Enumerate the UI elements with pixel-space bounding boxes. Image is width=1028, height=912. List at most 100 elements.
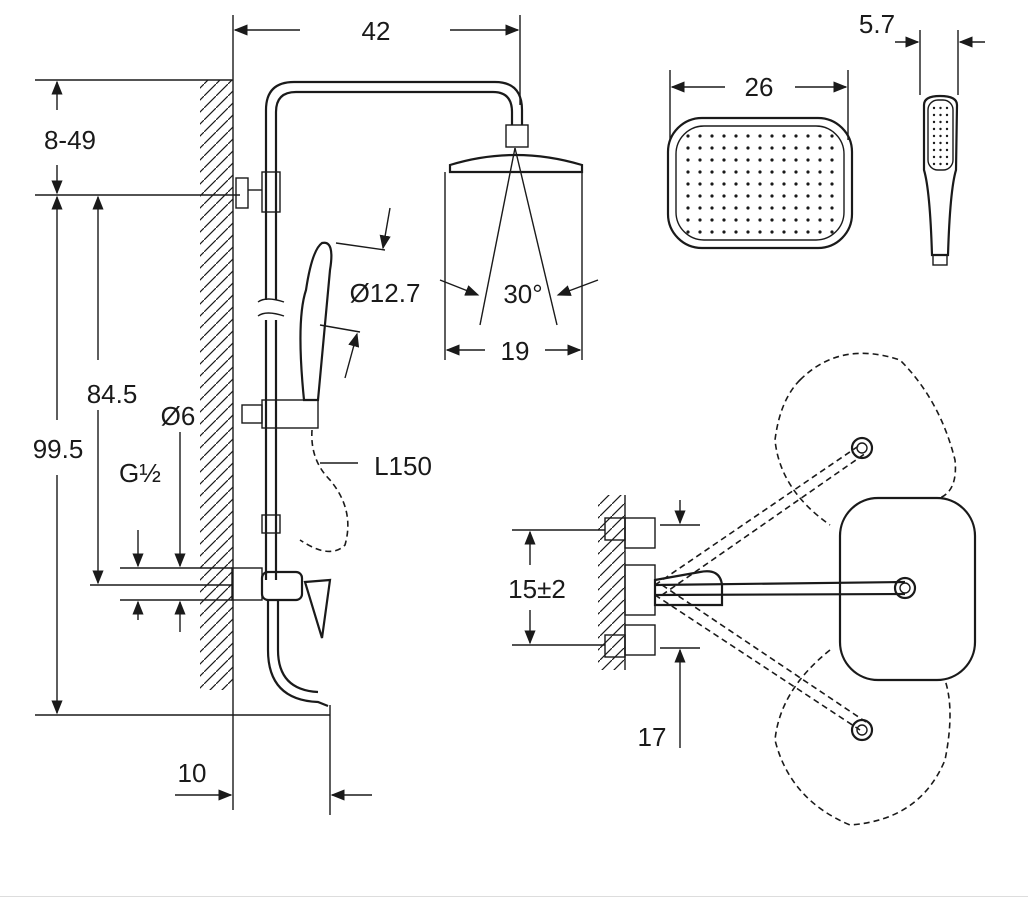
nozzle-dot — [806, 194, 810, 198]
nozzle-dot — [710, 158, 714, 162]
nozzle-dot — [698, 134, 702, 138]
nozzle-dot — [734, 218, 738, 222]
nozzle-dot — [698, 158, 702, 162]
nozzle-dot — [734, 158, 738, 162]
nozzle-dot — [945, 148, 949, 152]
wall — [200, 15, 234, 810]
nozzle-dot — [734, 134, 738, 138]
nozzle-dot — [698, 218, 702, 222]
nozzle-dot — [722, 218, 726, 222]
nozzle-dot — [770, 230, 774, 234]
label-5-7: 5.7 — [859, 9, 895, 39]
nozzle-dot — [698, 194, 702, 198]
nozzle-dot — [686, 230, 690, 234]
nozzle-dot — [782, 158, 786, 162]
nozzle-dot — [818, 170, 822, 174]
nozzle-dot — [932, 155, 936, 159]
nozzle-dot — [686, 158, 690, 162]
nozzle-dot — [945, 106, 949, 110]
nozzle-dot — [698, 230, 702, 234]
nozzle-dot — [939, 148, 942, 152]
nozzle-dot — [770, 194, 774, 198]
nozzle-dot — [734, 206, 738, 210]
nozzle-dot — [818, 134, 822, 138]
nozzle-dot — [794, 158, 798, 162]
nozzle-dot — [794, 134, 798, 138]
nozzle-dot — [722, 170, 726, 174]
nozzle-dot — [830, 134, 834, 138]
nozzle-dot — [806, 230, 810, 234]
nozzle-dot — [758, 134, 762, 138]
nozzle-dot — [770, 182, 774, 186]
shower-column — [120, 80, 584, 708]
nozzle-dot — [770, 158, 774, 162]
nozzle-dot — [932, 148, 936, 152]
nozzle-dot — [806, 170, 810, 174]
footer-divider — [0, 896, 1028, 897]
nozzle-dot — [818, 158, 822, 162]
label-10: 10 — [178, 758, 207, 788]
nozzle-dot — [830, 230, 834, 234]
nozzle-dot — [939, 106, 942, 110]
nozzle-dot — [698, 206, 702, 210]
label-g-half: G½ — [119, 458, 161, 488]
nozzle-dot — [746, 182, 750, 186]
nozzle-dot — [945, 113, 949, 117]
nozzle-dot — [722, 134, 726, 138]
hand-shower: Ø12.7 L150 — [299, 207, 432, 553]
nozzle-dot — [945, 141, 949, 145]
nozzle-dot — [746, 230, 750, 234]
nozzle-dot — [710, 230, 714, 234]
nozzle-dot — [806, 146, 810, 150]
nozzle-dot — [686, 134, 690, 138]
label-d6: Ø6 — [161, 401, 196, 431]
nozzle-dot — [758, 218, 762, 222]
nozzle-dot — [710, 182, 714, 186]
nozzle-dot — [939, 120, 942, 124]
nozzle-dot — [806, 182, 810, 186]
nozzle-dot — [698, 146, 702, 150]
nozzle-dot — [686, 218, 690, 222]
nozzle-dot — [722, 158, 726, 162]
nozzle-dot — [794, 182, 798, 186]
nozzle-dot — [722, 182, 726, 186]
nozzle-dot — [686, 170, 690, 174]
nozzle-dot — [758, 206, 762, 210]
dimension-42: 42 — [233, 15, 521, 105]
nozzle-dot — [818, 206, 822, 210]
nozzle-dot — [794, 206, 798, 210]
nozzle-dot — [818, 146, 822, 150]
nozzle-dot — [830, 158, 834, 162]
nozzle-dot — [932, 162, 936, 166]
nozzle-dot — [818, 194, 822, 198]
nozzle-dot — [782, 146, 786, 150]
nozzle-dot — [945, 120, 949, 124]
nozzle-dot — [758, 158, 762, 162]
nozzle-dot — [770, 170, 774, 174]
head-shower-top-view: 26 — [666, 70, 854, 250]
nozzle-dot — [746, 158, 750, 162]
hand-shower-front-view: 5.7 — [859, 9, 985, 266]
nozzle-dot — [770, 146, 774, 150]
nozzle-dot — [770, 218, 774, 222]
nozzle-dot — [782, 194, 786, 198]
nozzle-dot — [686, 206, 690, 210]
nozzle-dot — [794, 170, 798, 174]
nozzle-dot — [758, 146, 762, 150]
nozzle-dot — [782, 218, 786, 222]
nozzle-dot — [794, 230, 798, 234]
nozzle-dot — [734, 182, 738, 186]
nozzle-dot — [722, 146, 726, 150]
label-19: 19 — [501, 336, 530, 366]
nozzle-dot — [945, 134, 949, 138]
nozzle-dot — [710, 194, 714, 198]
nozzle-dot — [746, 170, 750, 174]
nozzle-dot — [806, 206, 810, 210]
nozzle-dot — [932, 113, 936, 117]
nozzle-dot — [932, 141, 936, 145]
nozzle-dot — [746, 218, 750, 222]
nozzle-dot — [794, 218, 798, 222]
nozzle-dot — [746, 194, 750, 198]
nozzle-dot — [830, 194, 834, 198]
